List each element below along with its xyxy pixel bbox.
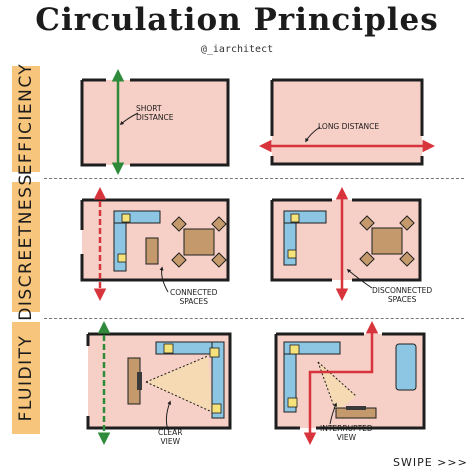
- room-efficiency-short: [80, 78, 230, 167]
- tv-screen-interrupted: [346, 406, 366, 410]
- armchair-interrupted: [395, 343, 417, 391]
- clear-view-line-bottom: [145, 381, 213, 413]
- efficiency-tab: [12, 66, 40, 172]
- dining-table-connected: [171, 216, 227, 268]
- fluidity-tab: [12, 322, 40, 434]
- discreetness-tab: [12, 182, 40, 312]
- disconnected-leader: [346, 268, 373, 289]
- short-distance-label: SHORT DISTANCE: [136, 104, 174, 122]
- author-handle: @_iarchitect: [200, 44, 274, 55]
- sofa-interrupted-left: [283, 341, 341, 413]
- clear-view-label: CLEAR VIEW: [158, 428, 183, 446]
- connected-spaces-label: CONNECTED SPACES: [170, 288, 218, 306]
- dining-table-disconnected: [359, 215, 415, 267]
- section-divider-1: [44, 178, 464, 179]
- section-divider-2: [44, 318, 464, 319]
- clear-view-leader: [165, 400, 172, 431]
- clear-view-cone: [146, 356, 212, 412]
- coffee-table-connected: [145, 237, 159, 265]
- clear-view-line-top: [145, 355, 209, 383]
- connected-leader: [159, 266, 169, 293]
- short-distance-leader: [119, 112, 139, 126]
- page-title: Circulation Principles: [35, 2, 439, 38]
- interrupted-view-label: INTERRUPTED VIEW: [320, 424, 373, 442]
- sofa-disconnected: [283, 210, 327, 266]
- long-distance-leader: [305, 126, 321, 143]
- swipe-hint[interactable]: SWIPE >>>: [393, 456, 468, 469]
- interrupted-view-leader: [329, 402, 337, 425]
- sofa-clear: [155, 341, 225, 419]
- tv-screen-clear: [137, 372, 142, 390]
- disconnected-spaces-label: DISCONNECTED SPACES: [372, 286, 433, 304]
- sofa-connected: [113, 210, 161, 272]
- long-distance-label: LONG DISTANCE: [318, 122, 380, 131]
- interrupted-route: [303, 321, 379, 445]
